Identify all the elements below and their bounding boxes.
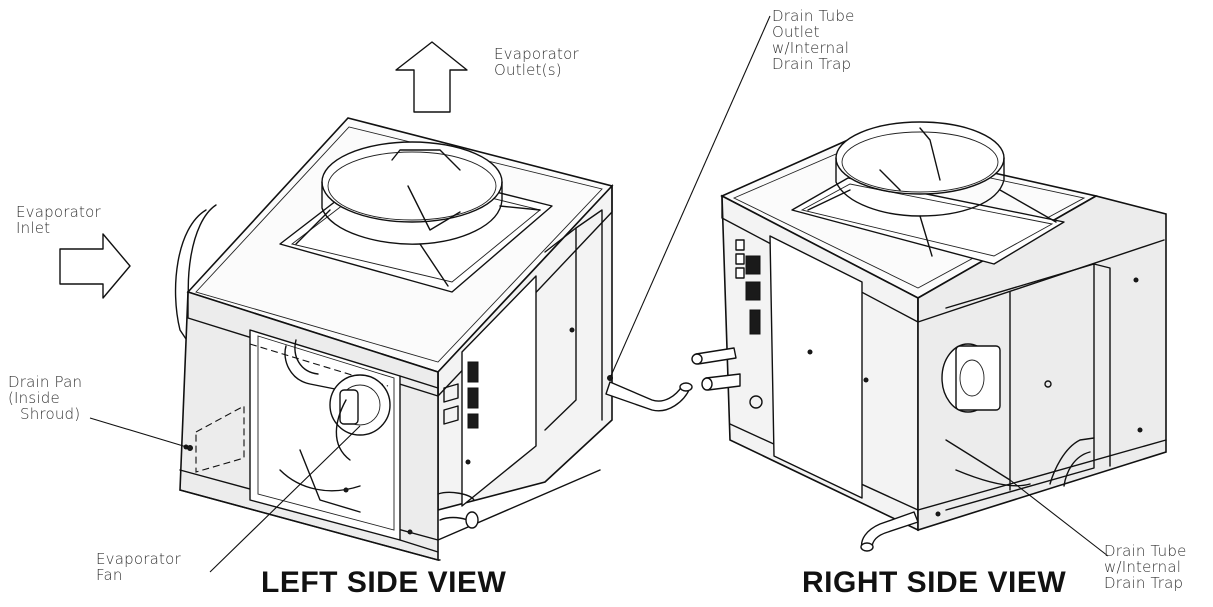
label-line: Drain Pan — [8, 373, 83, 391]
label-drain-tube-right: Drain Tube w/Internal Drain Trap — [1104, 543, 1187, 591]
label-evaporator-fan: Evaporator Fan — [96, 551, 181, 583]
label-line: Drain Tube — [1104, 542, 1187, 560]
label-line: Drain Trap — [1104, 574, 1184, 592]
leader-drain-pan-tip — [187, 445, 193, 451]
left-unit-drawing — [174, 117, 614, 562]
label-line: w/Internal — [772, 39, 850, 57]
label-evaporator-outlet: Evaporator Outlet(s) — [494, 46, 579, 78]
leader-drain-tube-right — [1009, 479, 1109, 557]
label-line: Fan — [96, 566, 123, 584]
label-evaporator-inlet: Evaporator Inlet — [16, 204, 101, 236]
inlet-arrow — [59, 233, 131, 299]
leader-drain-pan — [89, 417, 191, 449]
label-line: Outlet — [772, 23, 820, 41]
right-view-title: RIGHT SIDE VIEW — [802, 566, 1067, 599]
label-line: Inlet — [16, 219, 51, 237]
label-line: Drain Tube — [772, 7, 855, 25]
label-line: w/Internal — [1104, 558, 1182, 576]
leader-lines — [89, 15, 1109, 573]
label-line: Evaporator — [494, 45, 579, 63]
leader-drain-tube-outlet-tip — [607, 375, 613, 381]
leader-evaporator-fan — [209, 425, 361, 573]
label-line: (Inside — [8, 389, 60, 407]
drain-tube-left — [605, 381, 693, 412]
label-line: Drain Trap — [772, 55, 852, 73]
left-view-title: LEFT SIDE VIEW — [261, 566, 507, 599]
label-line: Evaporator — [96, 550, 181, 568]
label-line: Evaporator — [16, 203, 101, 221]
right-unit-drawing — [691, 121, 1167, 552]
label-drain-pan: Drain Pan (Inside Shroud) — [8, 374, 82, 422]
label-drain-tube-outlet: Drain Tube Outlet w/Internal Drain Trap — [772, 8, 855, 72]
outlet-arrow — [395, 41, 468, 113]
leader-drain-tube-outlet — [609, 15, 771, 379]
label-line: Outlet(s) — [494, 61, 562, 79]
label-line: Shroud) — [20, 405, 81, 423]
